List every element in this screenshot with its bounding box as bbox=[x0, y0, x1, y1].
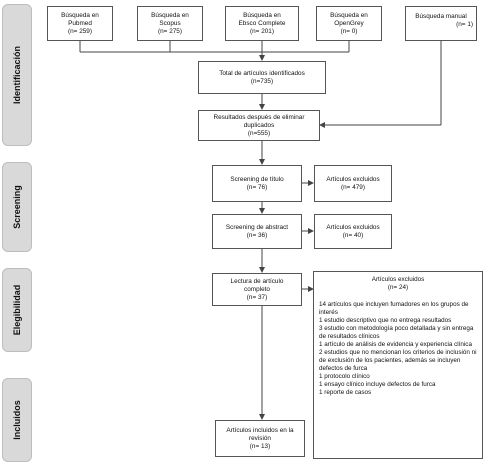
dedup-results-box: Resultados después de eliminar duplicado… bbox=[198, 110, 320, 141]
source-pubmed-title: Búsqueda en Pubmed bbox=[61, 11, 99, 27]
source-ebsco-box: Búsqueda en Ebsco Complete (n= 201) bbox=[225, 6, 299, 41]
source-scopus-count: (n= 275) bbox=[158, 27, 182, 35]
excluded-fulltext-box: Artículos excluidos (n= 24) 14 artículos… bbox=[313, 271, 483, 459]
included-articles-count: (n= 13) bbox=[249, 442, 271, 450]
fulltext-reading-count: (n= 37) bbox=[246, 293, 268, 301]
source-ebsco-count: (n= 201) bbox=[250, 27, 274, 35]
screening-abstract-count: (n= 36) bbox=[246, 231, 268, 239]
screening-abstract-box: Screening de abstract (n= 36) bbox=[212, 214, 302, 249]
excluded-abstract-count: (n= 40) bbox=[342, 231, 364, 239]
included-articles-label: Artículos incluidos en la revisión bbox=[226, 426, 294, 442]
exclusion-reason: 1 artículo de análisis de evidencia y ex… bbox=[319, 340, 472, 348]
source-manual-box: Búsqueda manual (n= 1) bbox=[405, 6, 477, 41]
fulltext-reading-label: Lectura de artículo completo bbox=[230, 277, 284, 293]
phase-incluidos: Incluidos bbox=[2, 378, 32, 462]
excluded-fulltext-title: Artículos excluidos bbox=[371, 276, 425, 283]
source-manual-title: Búsqueda manual bbox=[415, 13, 467, 20]
dedup-results-count: (n=555) bbox=[247, 129, 271, 137]
exclusion-reason: 1 protocolo clínico bbox=[319, 372, 370, 380]
source-opengrey-count: (n= 0) bbox=[340, 27, 358, 35]
phase-elegibilidad: Elegibilidad bbox=[2, 268, 32, 352]
source-ebsco-title: Búsqueda en Ebsco Complete bbox=[238, 11, 286, 27]
source-scopus-box: Búsqueda en Scopus (n= 275) bbox=[137, 6, 203, 41]
excluded-fulltext-count: (n= 24) bbox=[387, 283, 409, 291]
phase-screening: Screening bbox=[2, 162, 32, 252]
source-scopus-title: Búsqueda en Scopus bbox=[151, 11, 189, 27]
source-manual-count: (n= 1) bbox=[456, 21, 473, 28]
total-identified-title: Total de artículos identificados bbox=[219, 69, 305, 77]
exclusion-reason: 1 ensayo clínico incluye defectos de fur… bbox=[319, 380, 436, 388]
exclusion-reason: 1 reporte de casos bbox=[319, 388, 372, 396]
source-pubmed-box: Búsqueda en Pubmed (n= 259) bbox=[47, 6, 113, 41]
included-articles-box: Artículos incluidos en la revisión (n= 1… bbox=[215, 420, 305, 457]
excluded-abstract-box: Artículos excluidos (n= 40) bbox=[314, 214, 392, 249]
source-pubmed-count: (n= 259) bbox=[68, 27, 92, 35]
fulltext-reading-box: Lectura de artículo completo (n= 37) bbox=[212, 273, 302, 306]
screening-title-box: Screening de título (n= 76) bbox=[212, 165, 302, 202]
screening-title-label: Screening de título bbox=[230, 175, 284, 183]
total-identified-count: (n=735) bbox=[250, 77, 274, 85]
total-identified-box: Total de artículos identificados (n=735) bbox=[198, 61, 326, 94]
exclusion-reason: 3 estudio con metodología poco detallada… bbox=[319, 324, 474, 340]
source-opengrey-title: Búsqueda en OpenGrey bbox=[330, 11, 368, 27]
dedup-results-title: Resultados después de eliminar duplicado… bbox=[213, 113, 305, 129]
excluded-title-count: (n= 479) bbox=[341, 183, 365, 191]
screening-abstract-label: Screening de abstract bbox=[225, 223, 289, 231]
exclusion-reason: 2 estudios que no mencionan los criterio… bbox=[319, 348, 477, 372]
excluded-abstract-label: Artículos excluidos bbox=[326, 223, 380, 231]
excluded-title-box: Artículos excluidos (n= 479) bbox=[314, 165, 392, 202]
source-opengrey-box: Búsqueda en OpenGrey (n= 0) bbox=[316, 6, 382, 41]
exclusion-reason: 14 artículos que incluyen fumadores en l… bbox=[319, 300, 469, 316]
excluded-title-label: Artículos excluidos bbox=[326, 175, 380, 183]
phase-identificacion: Identificación bbox=[2, 4, 32, 146]
exclusion-reason: 1 estudio descriptivo que no entrega res… bbox=[319, 316, 452, 324]
screening-title-count: (n= 76) bbox=[246, 183, 268, 191]
